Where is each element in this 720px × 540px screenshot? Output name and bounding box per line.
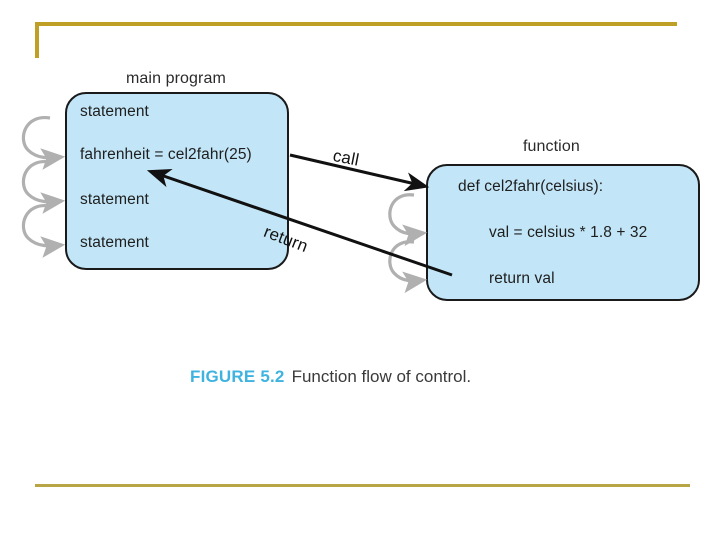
call-arrow <box>289 153 430 192</box>
function-loop-arrow-2 <box>388 240 428 294</box>
slide-corner-tick <box>35 22 39 58</box>
return-arrow <box>146 168 453 277</box>
main-loop-arrow-3 <box>21 204 66 258</box>
figure-caption-text: Function flow of control. <box>291 367 472 386</box>
function-line-2: val = celsius * 1.8 + 32 <box>489 224 648 241</box>
main-loop-arrow-2 <box>21 160 66 214</box>
slide-bottom-rule <box>35 484 690 487</box>
figure-number: FIGURE 5.2 <box>190 367 285 386</box>
main-loop-arrow-1 <box>21 116 66 170</box>
main-program-line-4: statement <box>80 234 149 251</box>
function-line-1: def cel2fahr(celsius): <box>458 178 604 195</box>
figure-caption: FIGURE 5.2 Function flow of control. <box>190 367 471 387</box>
function-loop-arrow-1 <box>388 193 428 247</box>
function-caption: function <box>523 138 580 155</box>
slide-top-rule <box>35 22 677 26</box>
main-program-caption: main program <box>126 70 226 87</box>
main-program-line-1: statement <box>80 103 149 120</box>
main-program-line-3: statement <box>80 191 149 208</box>
function-line-3: return val <box>489 270 555 287</box>
main-program-line-2: fahrenheit = cel2fahr(25) <box>80 146 252 163</box>
